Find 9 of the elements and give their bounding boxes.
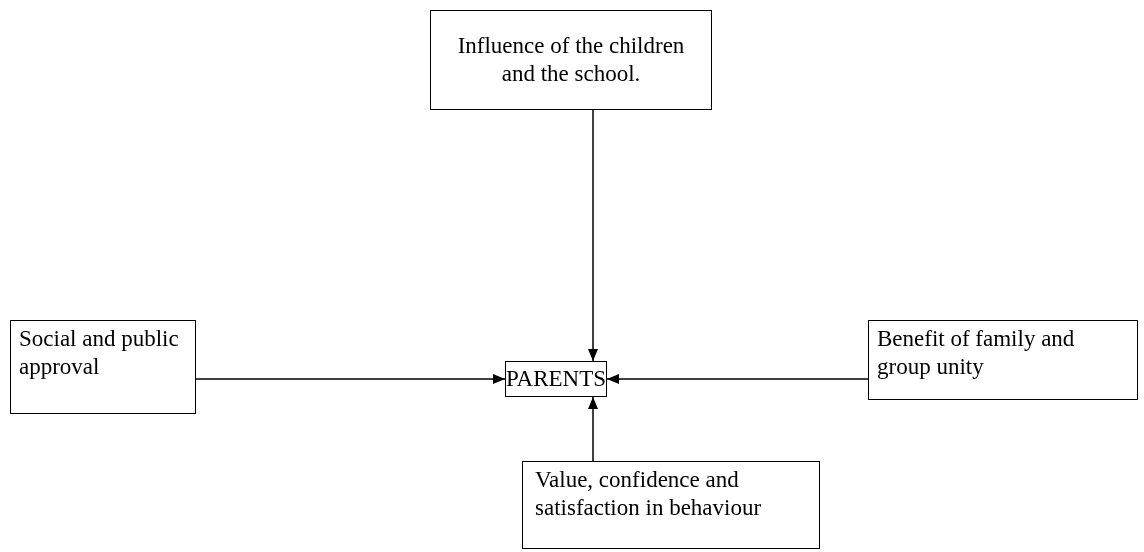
text-box: PARENTS (505, 361, 607, 397)
arrow (588, 396, 598, 462)
arrow (606, 374, 869, 384)
arrow (588, 109, 598, 362)
text-box: Benefit of family and group unity (868, 320, 1138, 400)
text-box: Value, confidence and satisfaction in behaviour (522, 461, 820, 549)
text-box: Influence of the children and the school. (430, 10, 712, 110)
text-box: Social and public approval (10, 320, 196, 414)
arrow (195, 374, 506, 384)
